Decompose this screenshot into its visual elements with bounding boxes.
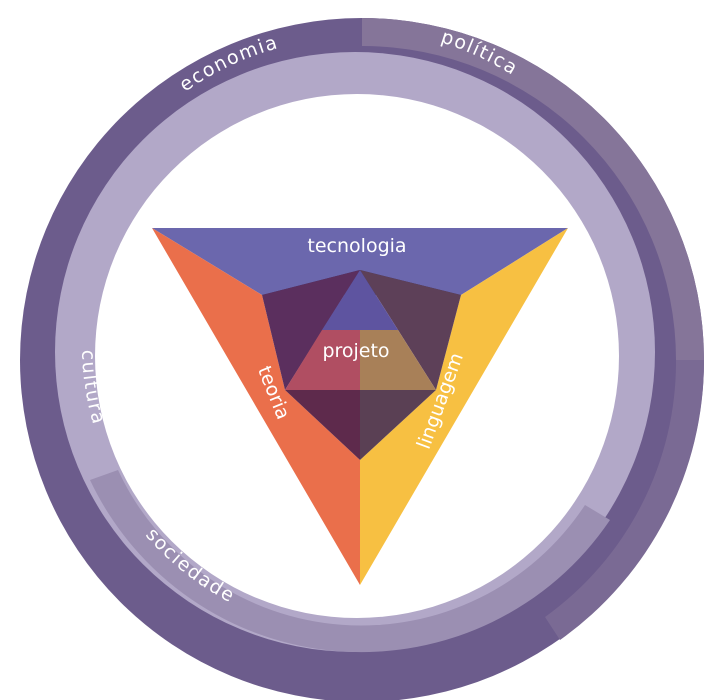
label-projeto: projeto [322,340,389,362]
outer-ring-politica-segment [362,18,704,360]
projeto-right [360,330,436,390]
inner-ring-sociedade-segment [90,470,610,653]
triangle [152,228,568,585]
inner-dark-bottom-left [285,390,360,460]
inner-dark-left [262,270,360,390]
projeto-left [285,330,360,390]
triangle-linguagem-region [360,228,568,585]
outer-ring-right-shade [545,360,705,640]
inner-dark-right [360,270,461,390]
inner-dark-bottom-right [360,390,436,460]
triangle-tecnologia-region [152,228,568,295]
projeto-top [322,270,398,330]
triangle-teoria-region [152,228,360,585]
label-tecnologia: tecnologia [307,235,406,257]
